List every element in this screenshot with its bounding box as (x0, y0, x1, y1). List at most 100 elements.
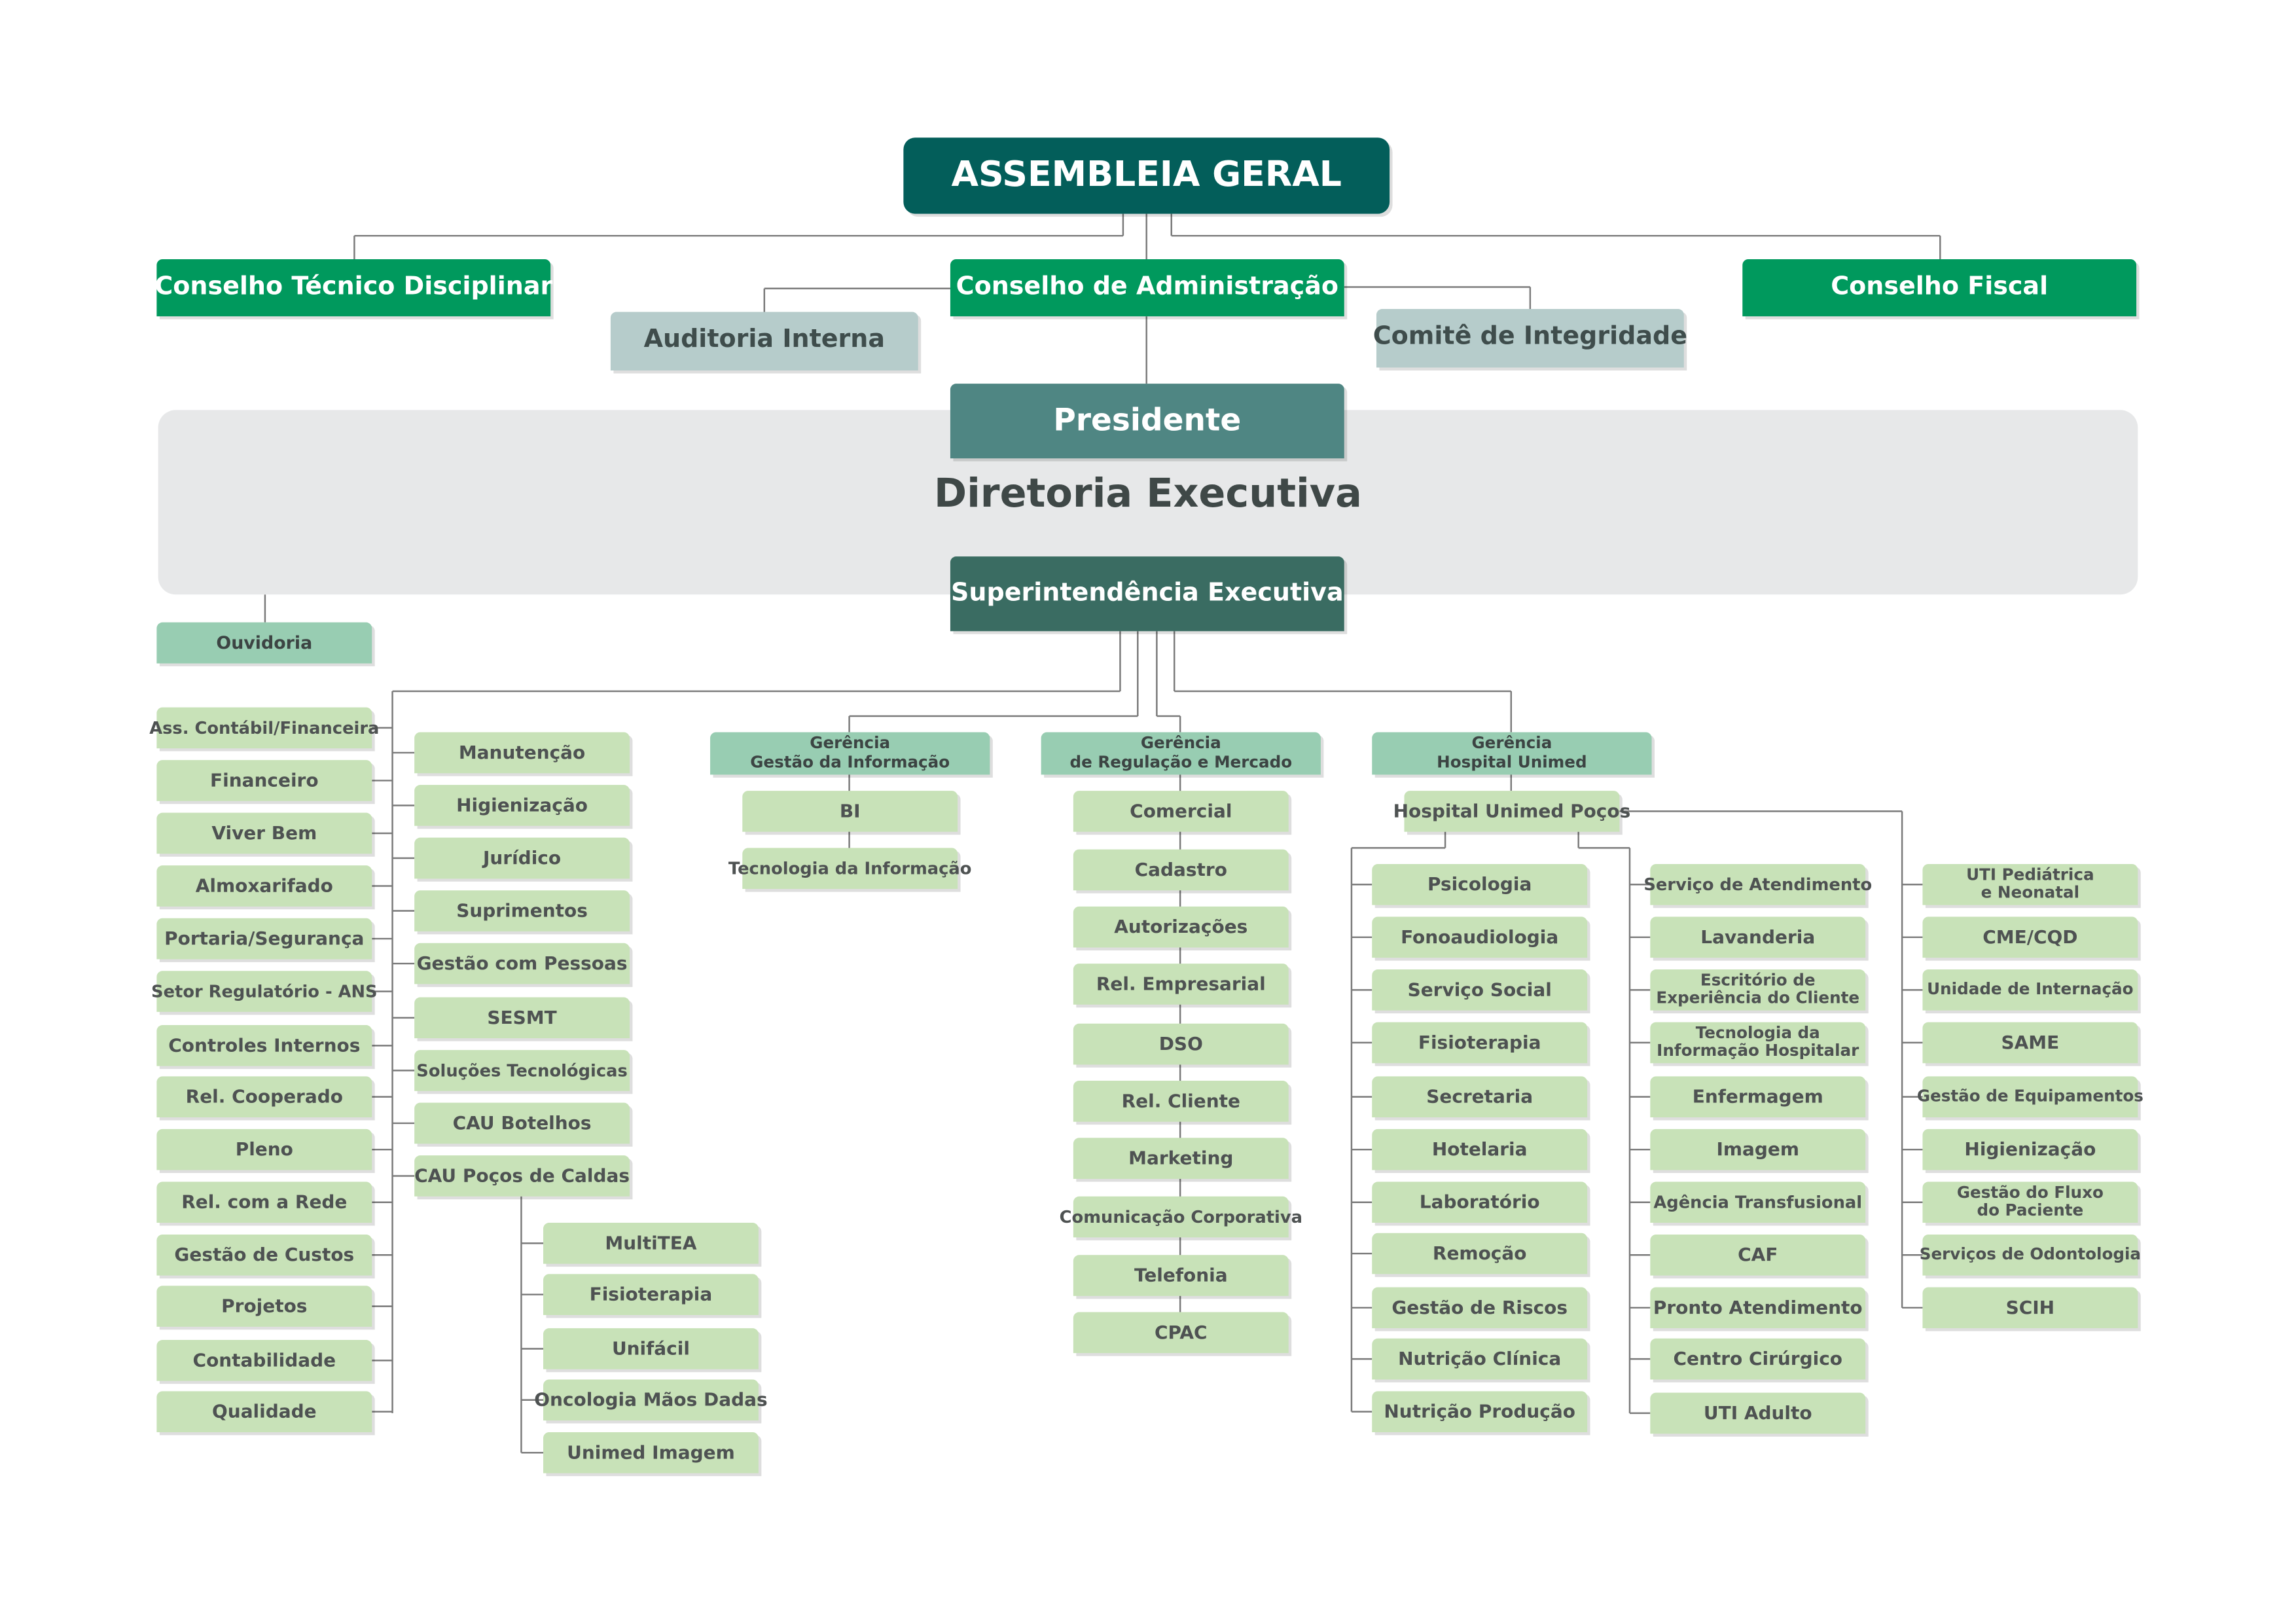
unit-label-line-1: Escritório de (1700, 971, 1816, 991)
hospital-unit-box: Serviço Social (1372, 969, 1588, 1011)
conselho-administracao-box: Conselho de Administração (950, 259, 1344, 317)
staff-unit-box: Rel. Cooperado (156, 1076, 372, 1117)
hospital-unit-box: Fonoaudiologia (1372, 916, 1588, 958)
staff-unit-box: Suprimentos (414, 890, 630, 931)
hospital-unit-box: Laboratório (1372, 1182, 1588, 1223)
unit-label-line-2: Informação Hospitalar (1657, 1041, 1859, 1060)
staff-unit-box: CAU Poços de Caldas (414, 1155, 630, 1197)
hospital-unit-box: Gestão de Equipamentos (1917, 1076, 2144, 1117)
comite-integridade-box: Comitê de Integridade (1373, 309, 1687, 368)
staff-unit-box: Gestão de Custos (156, 1234, 372, 1276)
staff-unit-box: Gestão com Pessoas (414, 943, 630, 984)
staff-unit-box: Portaria/Segurança (156, 918, 372, 960)
staff-unit-box: CAU Botelhos (414, 1102, 630, 1144)
hospital-unit-box: Higienização (1922, 1128, 2138, 1170)
staff-unit-box: Projetos (156, 1286, 372, 1327)
ouvidoria-box: Ouvidoria (156, 622, 372, 664)
hospital-unit-box: Unidade de Internação (1922, 969, 2138, 1011)
unit-label-line-1: Tecnologia da (1695, 1024, 1820, 1043)
gerencia-label: Gerência (1471, 734, 1552, 753)
hospital-unit-box: Gestão de Riscos (1372, 1287, 1588, 1329)
auditoria-interna-box: Auditoria Interna (610, 312, 918, 371)
gerencia-label: Gerência (1140, 734, 1221, 753)
hospital-unit-box: Serviços de Odontologia (1920, 1234, 2141, 1276)
hospital-unit-box: SAME (1922, 1022, 2138, 1064)
hospital-unit-box: SCIH (1922, 1287, 2138, 1329)
regulacao-unit-box: CPAC (1073, 1312, 1289, 1354)
unit-label-line-2: e Neonatal (1981, 883, 2080, 903)
regulacao-unit-box: Marketing (1073, 1138, 1289, 1179)
hospital-unit-box: Fisioterapia (1372, 1022, 1588, 1064)
hospital-unit-box: Enfermagem (1650, 1076, 1866, 1117)
gerencia-regulacao-mercado-box: Gerência de Regulação e Mercado (1041, 732, 1321, 775)
staff-unit-box: Pleno (156, 1128, 372, 1170)
regulacao-unit-box: Comunicação Corporativa (1060, 1196, 1302, 1238)
gestao-informacao-unit-box: Tecnologia da Informação (728, 848, 971, 889)
hospital-unit-box: Imagem (1650, 1128, 1866, 1170)
hospital-unit-box: Agência Transfusional (1650, 1182, 1866, 1223)
staff-unit-box: Viver Bem (156, 812, 372, 854)
hospital-unit-box: Remoção (1372, 1233, 1588, 1274)
unit-label-line-1: UTI Pediátrica (1966, 866, 2094, 886)
conselho-fiscal-box: Conselho Fiscal (1742, 259, 2137, 317)
cau-subunit-box: Unifácil (543, 1328, 759, 1369)
assembleia-geral-box: ASSEMBLEIA GERAL (903, 137, 1390, 214)
gerencia-hospital-unimed-box: Gerência Hospital Unimed (1372, 732, 1652, 775)
cau-subunit-box: Oncologia Mãos Dadas (534, 1379, 768, 1421)
staff-unit-box: Financeiro (156, 760, 372, 801)
hospital-unit-box: Centro Cirúrgico (1650, 1338, 1866, 1380)
unit-label-line-2: do Paciente (1977, 1200, 2084, 1220)
hospital-unit-box: Psicologia (1372, 863, 1588, 905)
regulacao-unit-box: Cadastro (1073, 849, 1289, 891)
staff-unit-box: SESMT (414, 997, 630, 1039)
hospital-unit-box: Secretaria (1372, 1076, 1588, 1117)
cau-subunit-box: Fisioterapia (543, 1274, 759, 1316)
staff-unit-box: Manutenção (414, 732, 630, 774)
regulacao-unit-box: DSO (1073, 1023, 1289, 1065)
gerencia-name: de Regulação e Mercado (1069, 751, 1293, 771)
regulacao-unit-box: Rel. Empresarial (1073, 964, 1289, 1005)
gerencia-name: Hospital Unimed (1437, 751, 1587, 771)
regulacao-unit-box: Rel. Cliente (1073, 1081, 1289, 1122)
hospital-unit-box: Nutrição Produção (1372, 1391, 1588, 1432)
staff-unit-box: Controles Internos (156, 1025, 372, 1066)
regulacao-unit-box: Comercial (1073, 791, 1289, 832)
hospital-unit-box: Nutrição Clínica (1372, 1338, 1588, 1380)
staff-unit-box: Setor Regulatório - ANS (151, 971, 378, 1012)
hospital-unit-box: Serviço de Atendimento (1643, 863, 1872, 905)
hospital-unit-box: Pronto Atendimento (1650, 1287, 1866, 1329)
staff-unit-box: Almoxarifado (156, 865, 372, 907)
hospital-unit-box: UTI Adulto (1650, 1392, 1866, 1434)
hospital-unit-box: Hotelaria (1372, 1128, 1588, 1170)
cau-subunit-box: MultiTEA (543, 1223, 759, 1264)
staff-unit-box: Soluções Tecnológicas (414, 1050, 630, 1091)
gestao-informacao-unit-box: BI (742, 791, 958, 832)
gerencia-name: Gestão da Informação (750, 751, 950, 771)
unit-label-line-1: Gestão do Fluxo (1956, 1183, 2104, 1203)
regulacao-unit-box: Telefonia (1073, 1255, 1289, 1296)
staff-unit-box: Qualidade (156, 1391, 372, 1432)
hospital-unit-box: CAF (1650, 1234, 1866, 1276)
gerencia-label: Gerência (810, 734, 891, 753)
diretoria-executiva-label: Diretoria Executiva (933, 471, 1362, 517)
staff-unit-box: Ass. Contábil/Financeira (149, 707, 379, 749)
unit-label-line-2: Experiência do Cliente (1656, 988, 1860, 1008)
staff-unit-box: Higienização (414, 785, 630, 826)
gerencia-gestao-informacao-box: Gerência Gestão da Informação (710, 732, 990, 775)
regulacao-unit-box: Autorizações (1073, 906, 1289, 948)
staff-unit-box: Rel. com a Rede (156, 1182, 372, 1223)
cau-subunit-box: Unimed Imagem (543, 1432, 759, 1473)
staff-unit-box: Contabilidade (156, 1340, 372, 1381)
hospital-unimed-pocos-box: Hospital Unimed Poços (1393, 791, 1630, 832)
presidente-box: Presidente (950, 384, 1344, 459)
conselho-tecnico-box: Conselho Técnico Disciplinar (154, 259, 552, 317)
hospital-unit-box: CME/CQD (1922, 916, 2138, 958)
hospital-unit-box: Lavanderia (1650, 916, 1866, 958)
staff-unit-box: Jurídico (414, 837, 630, 879)
